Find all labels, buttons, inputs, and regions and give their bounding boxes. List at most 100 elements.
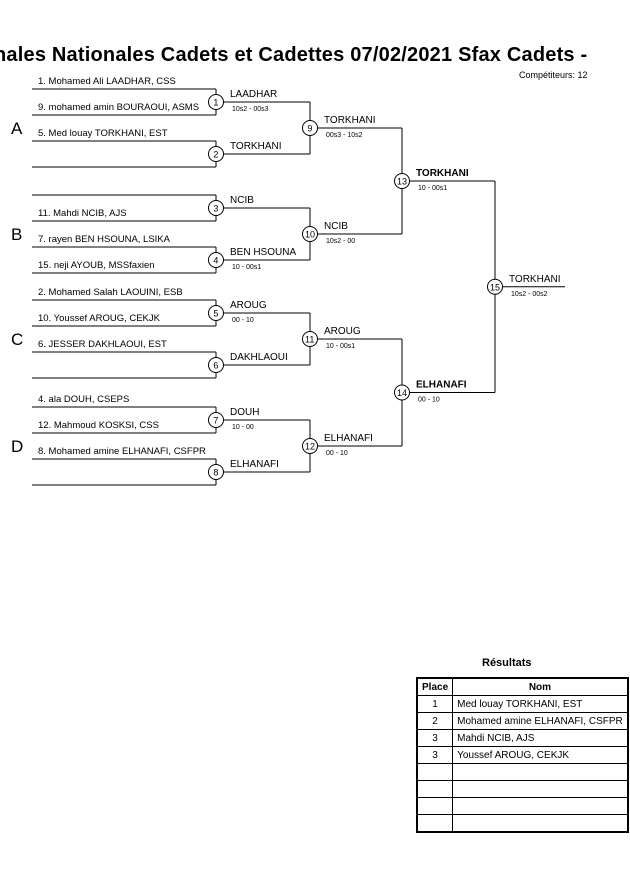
match-score: 10 - 00: [232, 424, 254, 431]
results-header-place: Place: [416, 677, 454, 696]
match-number-circle: [208, 94, 224, 110]
match-score: 00s3 - 10s2: [326, 132, 363, 139]
entry-label: 5. Med louay TORKHANI, EST: [38, 128, 168, 139]
result-place: [416, 763, 454, 781]
match-number-circle: [487, 278, 503, 295]
match-number-circle: [302, 331, 318, 347]
match-number: 4: [213, 256, 218, 266]
entry-label: 12. Mahmoud KOSKSI, CSS: [38, 420, 159, 431]
match-number: 9: [307, 124, 312, 134]
entry-label: 15. neji AYOUB, MSSfaxien: [38, 260, 155, 271]
entry-label: 9. mohamed amin BOURAOUI, ASMS: [38, 102, 199, 113]
match-winner: BEN HSOUNA: [230, 247, 296, 258]
result-name: Med louay TORKHANI, EST: [452, 695, 629, 713]
match-number-circle: [208, 200, 224, 216]
match-score: 10 - 00s1: [326, 343, 355, 350]
match-number: 8: [213, 468, 218, 478]
match-number: 13: [397, 177, 407, 187]
match-winner: ELHANAFI: [416, 380, 467, 391]
match-winner: NCIB: [324, 221, 348, 232]
results-row: [416, 763, 629, 781]
entry-label: 6. JESSER DAKHLAOUI, EST: [38, 339, 167, 350]
entry-label: 8. Mohamed amine ELHANAFI, CSFPR: [38, 446, 206, 457]
entry-label: 11. Mahdi NCIB, AJS: [38, 208, 127, 219]
entry-label: 10. Youssef AROUG, CEKJK: [38, 313, 161, 324]
match-score: 00 - 10: [232, 317, 254, 324]
match-winner: AROUG: [230, 300, 267, 311]
results-row: [416, 814, 629, 833]
match-number-circle: [302, 438, 318, 454]
match-winner: ELHANAFI: [324, 433, 373, 444]
match-number: 10: [305, 230, 315, 240]
match-winner: AROUG: [324, 326, 361, 337]
result-name: Youssef AROUG, CEKJK: [452, 746, 629, 764]
entry-label: 1. Mohamed Ali LAADHAR, CSS: [38, 76, 176, 87]
match-number-circle: [302, 120, 318, 136]
result-name: [452, 763, 629, 781]
result-place: 3: [416, 729, 454, 747]
pool-label: A: [11, 119, 23, 138]
match-winner: TORKHANI: [324, 115, 376, 126]
match-number-circle: [394, 384, 410, 401]
result-name: [452, 780, 629, 798]
match-score: 10 - 00s1: [418, 185, 447, 192]
match-number: 2: [213, 150, 218, 160]
pool-label: C: [11, 330, 23, 349]
match-score: 00 - 10: [418, 397, 440, 404]
match-number: 7: [213, 416, 218, 426]
results-header-name: Nom: [452, 677, 629, 696]
match-winner: TORKHANI: [509, 274, 561, 285]
match-winner: DAKHLAOUI: [230, 352, 288, 363]
result-name: Mohamed amine ELHANAFI, CSFPR: [452, 712, 629, 730]
match-number-circle: [208, 146, 224, 162]
result-place: 1: [416, 695, 454, 713]
match-winner: TORKHANI: [416, 168, 469, 179]
result-name: [452, 814, 629, 833]
match-number: 1: [213, 98, 218, 108]
result-place: [416, 814, 454, 833]
match-number-circle: [208, 357, 224, 373]
match-number-circle: [208, 305, 224, 321]
match-number-circle: [208, 412, 224, 428]
entry-label: 4. ala DOUH, CSEPS: [38, 394, 129, 405]
result-place: 3: [416, 746, 454, 764]
match-number-circle: [208, 464, 224, 480]
match-winner: NCIB: [230, 195, 254, 206]
match-number: 6: [213, 361, 218, 371]
match-number: 3: [213, 204, 218, 214]
match-number-circle: [208, 252, 224, 268]
result-name: [452, 797, 629, 815]
results-header-row: Place Nom: [416, 677, 629, 696]
result-name: Mahdi NCIB, AJS: [452, 729, 629, 747]
match-score: 00 - 10: [326, 450, 348, 457]
result-place: 2: [416, 712, 454, 730]
match-winner: TORKHANI: [230, 141, 282, 152]
match-number: 15: [490, 282, 500, 292]
results-title: Résultats: [482, 657, 532, 669]
match-winner: LAADHAR: [230, 89, 277, 100]
match-number-circle: [302, 226, 318, 242]
match-number-circle: [394, 173, 410, 189]
results-row: [416, 797, 629, 815]
match-winner: DOUH: [230, 407, 259, 418]
match-score: 10s2 - 00s3: [232, 106, 269, 113]
match-number: 12: [305, 442, 315, 452]
match-number: 11: [305, 335, 314, 345]
pool-label: D: [11, 437, 23, 456]
match-score: 10s2 - 00: [326, 238, 355, 245]
match-winner: ELHANAFI: [230, 459, 279, 470]
match-number: 5: [213, 309, 218, 319]
page-title: nales Nationales Cadets et Cadettes 07/0…: [0, 44, 588, 66]
pool-label: B: [11, 225, 22, 244]
results-row: [416, 780, 629, 798]
result-place: [416, 780, 454, 798]
match-number: 14: [397, 388, 407, 398]
entry-label: 7. rayen BEN HSOUNA, LSIKA: [38, 234, 171, 245]
match-score: 10s2 - 00s2: [511, 291, 548, 298]
